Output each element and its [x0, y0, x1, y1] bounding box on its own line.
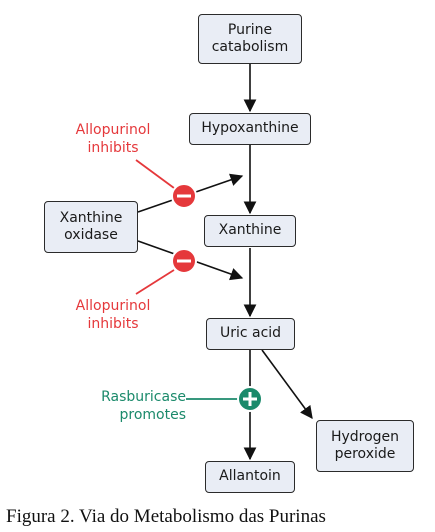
- node-uric-acid: Uric acid: [206, 318, 295, 350]
- node-purine-catabolism: Purine catabolism: [198, 14, 302, 64]
- node-hydrogen-peroxide-label: Hydrogen peroxide: [330, 428, 400, 463]
- inhibit-marker-bottom: [171, 248, 197, 274]
- node-xanthine-oxidase: Xanthine oxidase: [44, 201, 138, 253]
- allopurinol-label-top: Allopurinol inhibits: [58, 121, 168, 157]
- inhibit-marker-top: [171, 183, 197, 209]
- node-purine-catabolism-label: Purine catabolism: [211, 21, 289, 56]
- allopurinol-label-bottom-text: Allopurinol inhibits: [75, 298, 151, 333]
- node-hypoxanthine: Hypoxanthine: [189, 113, 311, 145]
- node-xanthine: Xanthine: [204, 215, 296, 247]
- node-allantoin-label: Allantoin: [219, 468, 281, 485]
- node-hydrogen-peroxide: Hydrogen peroxide: [316, 420, 414, 472]
- allopurinol-label-top-text: Allopurinol inhibits: [75, 122, 151, 157]
- rasburicase-label-text: Rasburicase promotes: [101, 389, 186, 424]
- node-allantoin: Allantoin: [205, 461, 295, 493]
- node-hypoxanthine-label: Hypoxanthine: [201, 120, 299, 137]
- rasburicase-label: Rasburicase promotes: [86, 388, 186, 424]
- arrow-uric-acid-to-hydrogen-peroxide: [261, 349, 313, 420]
- allopurinol-label-bottom: Allopurinol inhibits: [58, 297, 168, 333]
- inhibit-line-top: [135, 159, 175, 189]
- node-xanthine-label: Xanthine: [218, 222, 282, 239]
- node-uric-acid-label: Uric acid: [219, 325, 282, 342]
- figure-caption: Figura 2. Via do Metabolismo das Purinas: [6, 506, 326, 527]
- inhibit-line-bottom: [135, 269, 175, 295]
- node-xanthine-oxidase-label: Xanthine oxidase: [59, 209, 123, 244]
- promote-marker: [237, 386, 263, 412]
